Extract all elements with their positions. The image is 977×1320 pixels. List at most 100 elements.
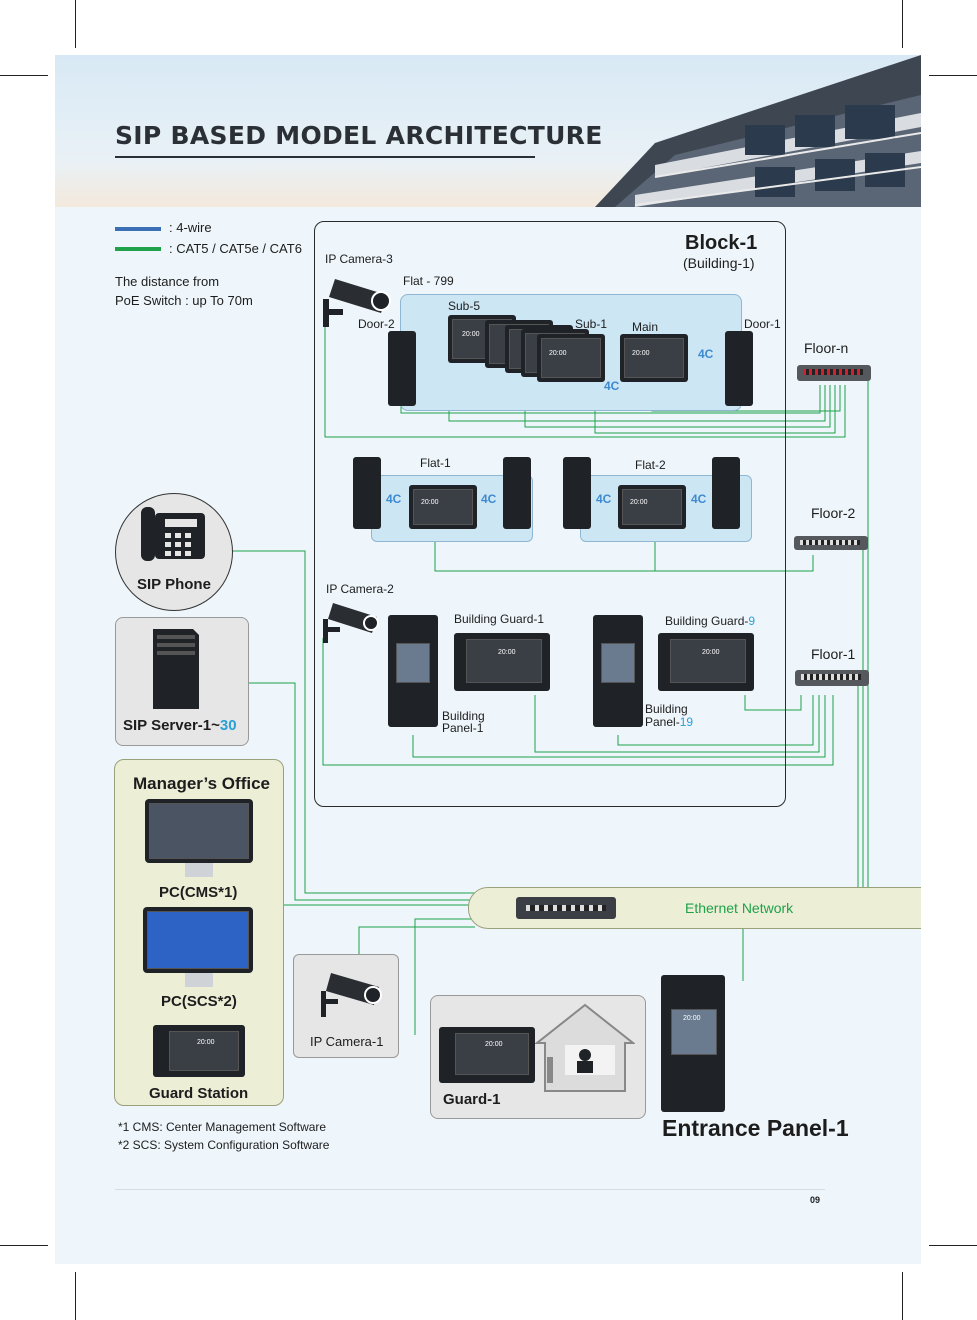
screen-time: 20:00 (197, 1039, 215, 1046)
4c-marker: 4C (386, 492, 402, 506)
guard-1-device: 20:00 (439, 1027, 535, 1083)
phone-icon (141, 507, 205, 561)
ip-camera-2-icon (323, 603, 379, 643)
ethernet-switch (516, 897, 616, 919)
guard-station-label: Guard Station (149, 1085, 249, 1102)
page-title: SIP BASED MODEL ARCHITECTURE (115, 121, 603, 150)
flat-2-door-device (712, 457, 740, 529)
building-guard-1-device: 20:00 (454, 633, 550, 691)
flat-2-monitor: 20:00 (618, 485, 686, 529)
building-panel-19-label-a: Building (645, 702, 688, 716)
legend-4wire-label: : 4-wire (169, 220, 212, 235)
building-guard-9-prefix: Building Guard- (665, 614, 749, 628)
crop-mark (0, 1245, 48, 1246)
building-guard-9-device: 20:00 (658, 633, 754, 691)
building-panel-19-label-b: Panel-19 (645, 715, 693, 729)
screen-time: 20:00 (498, 649, 516, 656)
screen-time: 20:00 (421, 499, 439, 506)
legend-cat-swatch (115, 247, 161, 251)
guard-station-device: 20:00 (153, 1025, 245, 1077)
building-panel-19-number: 19 (679, 715, 694, 729)
ip-camera-3-icon (323, 279, 391, 327)
ip-camera-2-label: IP Camera-2 (326, 582, 394, 596)
crop-mark (902, 1272, 903, 1320)
door-2-device (388, 331, 416, 406)
crop-mark (75, 1272, 76, 1320)
page-number: 09 (810, 1195, 821, 1205)
pc-scs-label: PC(SCS*2) (161, 993, 237, 1010)
ip-camera-3-label: IP Camera-3 (325, 252, 393, 266)
flat-1-door-device (503, 457, 531, 529)
brochure-page: SIP BASED MODEL ARCHITECTURE : 4-wire : … (55, 55, 921, 1264)
guardhouse-icon (535, 1003, 635, 1092)
block-1-subtitle: (Building-1) (683, 255, 755, 271)
floor-2-switch (794, 536, 868, 550)
sip-server-label: SIP Server-1~30 (123, 717, 237, 734)
ip-camera-1-box (293, 954, 399, 1058)
ethernet-network-label: Ethernet Network (685, 900, 794, 916)
pc-cms-label: PC(CMS*1) (159, 884, 238, 901)
screen-time: 20:00 (462, 331, 480, 338)
building-panel-1-label-a: Building (442, 709, 485, 723)
managers-office-title: Manager’s Office (133, 774, 270, 793)
4c-marker: 4C (596, 492, 612, 506)
building-panel-1-label-b: Panel-1 (442, 721, 484, 735)
flat-2-label: Flat-2 (635, 458, 666, 472)
sub-5-label: Sub-5 (448, 299, 481, 313)
4c-marker: 4C (698, 347, 714, 361)
pc-scs-monitor (143, 907, 253, 973)
distance-note-line2: PoE Switch : up To 70m (115, 293, 253, 308)
header-banner: SIP BASED MODEL ARCHITECTURE (55, 55, 921, 207)
crop-mark (902, 0, 903, 48)
floor-2-label: Floor-2 (811, 505, 856, 521)
door-1-device (725, 331, 753, 406)
server-tower-icon (153, 629, 199, 709)
distance-note-line1: The distance from (115, 274, 220, 289)
floor-n-switch (797, 365, 871, 381)
flat-1-door-device (353, 457, 381, 529)
screen-time: 20:00 (683, 1015, 701, 1022)
sip-server-prefix: SIP Server-1~ (123, 717, 220, 734)
building-guard-9-number: 9 (748, 614, 756, 628)
4c-marker: 4C (604, 379, 620, 393)
footnote-cms: *1 CMS: Center Management Software (118, 1120, 327, 1134)
footer-rule (115, 1189, 825, 1190)
floor-n-label: Floor-n (804, 340, 849, 356)
sip-server-box (115, 617, 249, 746)
screen-time: 20:00 (549, 350, 567, 357)
entrance-panel-1-device: 20:00 (661, 975, 725, 1112)
building-panel-19-device (593, 615, 643, 727)
block-1-title: Block-1 (685, 232, 758, 254)
pc-cms-monitor (145, 799, 253, 863)
guard-1-label: Guard-1 (443, 1091, 501, 1108)
crop-mark (0, 75, 48, 76)
legend-cat-label: : CAT5 / CAT5e / CAT6 (169, 241, 302, 256)
crop-mark (929, 1245, 977, 1246)
floor-1-label: Floor-1 (811, 646, 856, 662)
footnote-scs: *2 SCS: System Configuration Software (118, 1138, 330, 1152)
legend-4wire-swatch (115, 227, 161, 231)
floor-1-switch (795, 670, 869, 686)
ip-camera-1-icon (321, 973, 382, 1017)
crop-mark (75, 0, 76, 48)
building-photo (595, 55, 921, 207)
building-guard-1-label: Building Guard-1 (454, 612, 545, 626)
pc-cms-stand (185, 863, 213, 877)
connection-lines (232, 315, 869, 1035)
flat-1-monitor: 20:00 (409, 485, 477, 529)
sub-1-monitor: 20:00 (537, 334, 605, 382)
title-underline (115, 156, 535, 158)
screen-time: 20:00 (485, 1041, 503, 1048)
4c-marker: 4C (691, 492, 707, 506)
block-1-boundary (314, 221, 786, 807)
main-label: Main (632, 320, 659, 334)
flat-1-label: Flat-1 (420, 456, 451, 470)
screen-time: 20:00 (632, 350, 650, 357)
sub-1-label: Sub-1 (575, 317, 608, 331)
door-1-label: Door-1 (744, 317, 781, 331)
sip-phone-label: SIP Phone (137, 576, 211, 593)
building-panel-1-device (388, 615, 438, 727)
screen-time: 20:00 (702, 649, 720, 656)
crop-mark (929, 75, 977, 76)
screen-time: 20:00 (630, 499, 648, 506)
